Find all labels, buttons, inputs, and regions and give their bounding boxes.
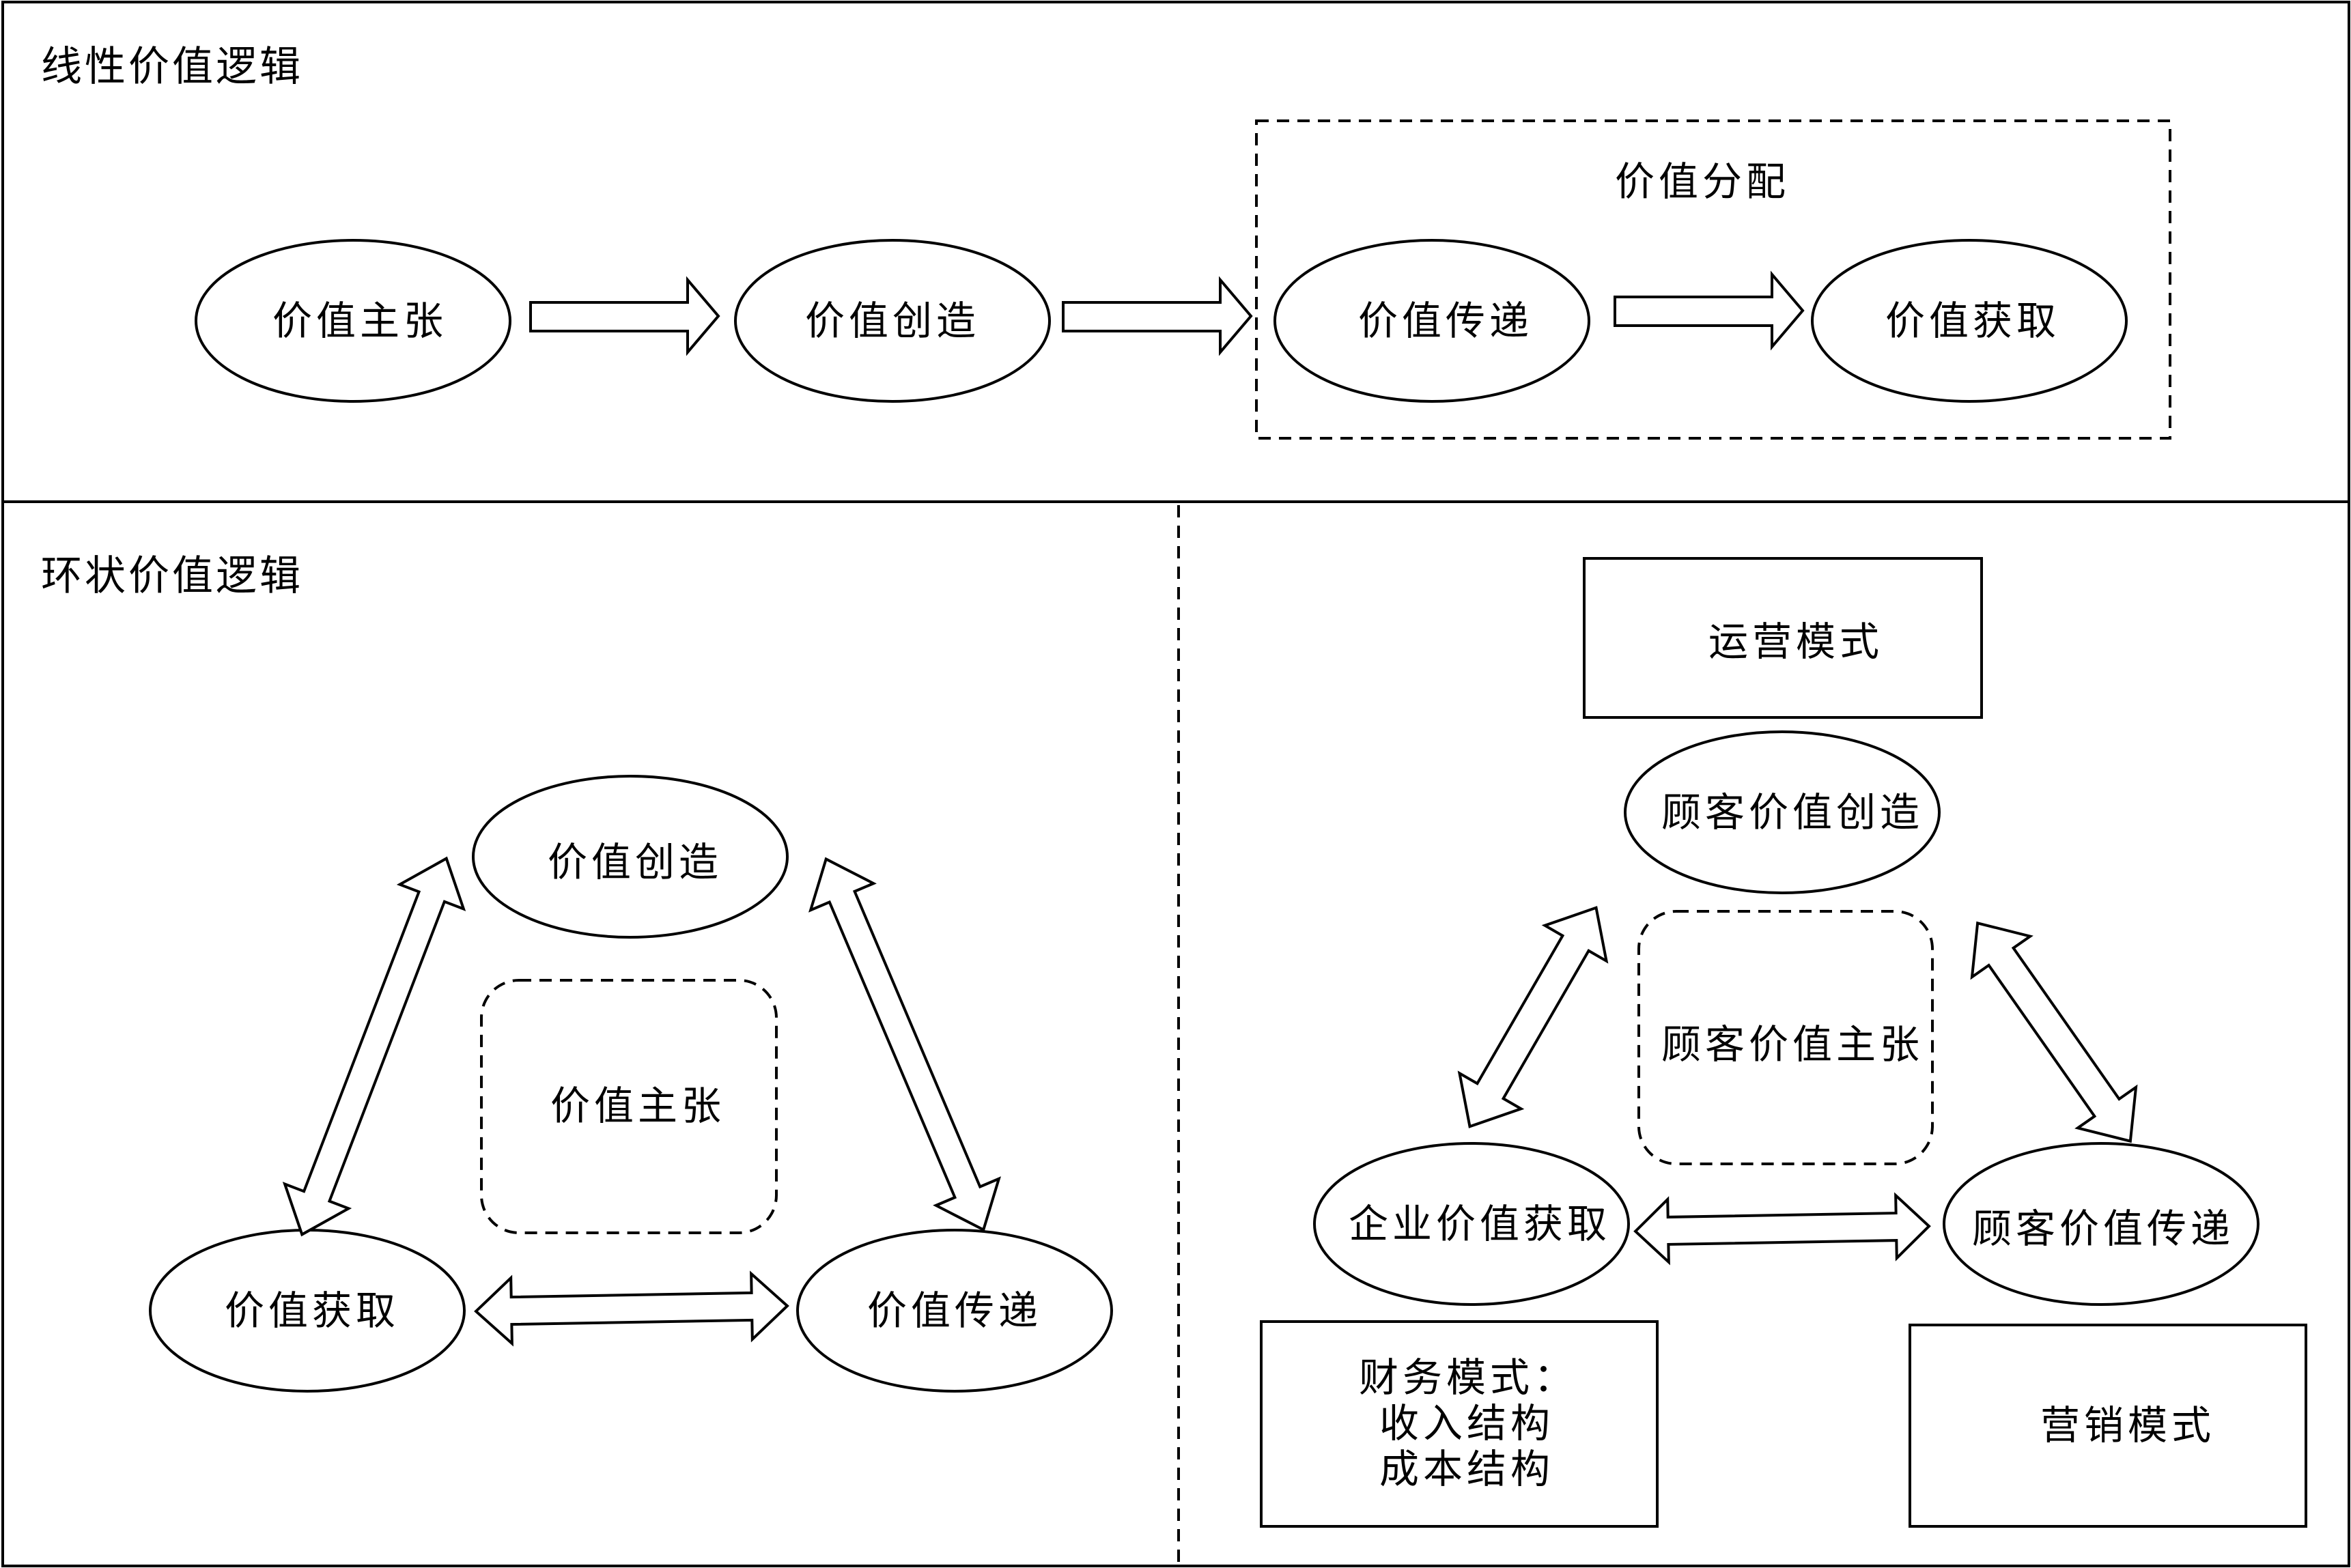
cyclic-right-arrow-creation-delivery [1970,921,2138,1143]
cyclic-left-arrow-creation-capture [282,856,466,1237]
operations-mode-label: 运营模式 [1708,618,1883,665]
financial-mode-line1: 财务模式： [1359,1354,1577,1401]
cyclic-left-node-creation-label: 价值创造 [548,839,722,885]
cyclic-left-node-delivery-label: 价值传递 [867,1287,1042,1334]
linear-node-creation-label: 价值创造 [805,298,980,344]
customer-value-delivery-label: 顾客价值传递 [1972,1206,2234,1252]
customer-value-creation-node: 顾客价值创造 [1624,730,1941,894]
cyclic-left-node-delivery: 价值传递 [796,1229,1113,1393]
customer-value-delivery-node: 顾客价值传递 [1943,1142,2260,1306]
customer-value-proposition-label: 顾客价值主张 [1661,1021,1924,1068]
linear-arrow-1 [529,276,720,356]
enterprise-value-capture-label: 企业价值获取 [1349,1201,1611,1247]
cyclic-left-arrow-creation-delivery [808,857,1001,1232]
linear-node-capture-label: 价值获取 [1885,298,2060,344]
cyclic-left-node-capture: 价值获取 [149,1229,466,1393]
customer-value-creation-label: 顾客价值创造 [1661,789,1924,836]
value-distribution-label: 价值分配 [1615,158,1790,205]
linear-arrow-3 [1614,270,1805,351]
cyclic-right-arrow-capture-delivery [1633,1192,1931,1266]
customer-value-proposition-box [1637,910,1934,1165]
financial-mode-box: 财务模式： 收入结构 成本结构 [1260,1320,1659,1528]
cyclic-left-proposition-label: 价值主张 [550,1083,725,1129]
cyclic-left-node-creation: 价值创造 [472,775,789,939]
cyclic-left-proposition-box [480,979,778,1234]
linear-node-delivery-label: 价值传递 [1358,298,1533,344]
linear-node-delivery: 价值传递 [1273,239,1590,403]
cyclic-panel-title: 环状价值逻辑 [41,552,303,600]
linear-node-proposition: 价值主张 [195,239,511,403]
cyclic-right-arrow-creation-capture [1457,906,1609,1128]
linear-arrow-2 [1062,276,1253,356]
marketing-mode-label: 营销模式 [2040,1402,2215,1449]
cyclic-left-node-capture-label: 价值获取 [225,1287,399,1334]
marketing-mode-box: 营销模式 [1909,1324,2307,1528]
cyclic-panel-frame [1,500,2350,1567]
linear-node-creation: 价值创造 [734,239,1051,403]
linear-panel-title: 线性价值逻辑 [41,43,303,91]
linear-node-proposition-label: 价值主张 [272,298,447,344]
enterprise-value-capture-node: 企业价值获取 [1313,1142,1630,1306]
cyclic-left-arrow-capture-delivery [474,1270,789,1347]
financial-mode-line3: 成本结构 [1379,1446,1554,1492]
financial-mode-line2: 收入结构 [1379,1400,1554,1446]
value-distribution-group [1255,119,2171,440]
operations-mode-box: 运营模式 [1583,557,1983,719]
linear-node-capture: 价值获取 [1811,239,2128,403]
